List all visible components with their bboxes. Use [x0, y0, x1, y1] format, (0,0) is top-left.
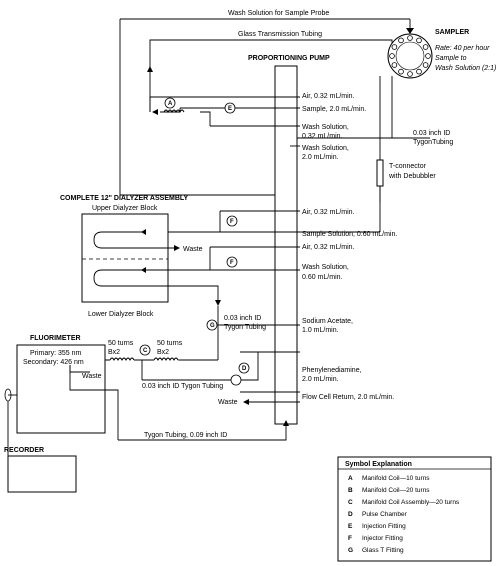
legend-sym-c: C: [348, 499, 353, 506]
sampler-cups: [389, 35, 431, 77]
svg-text:F: F: [230, 219, 234, 225]
fluorimeter[interactable]: [16, 344, 106, 434]
legend-sym-e: E: [348, 523, 353, 530]
tconnector-label-2: with Debubbler: [388, 173, 436, 180]
turns-right-2: Bx2: [157, 349, 169, 356]
sampler-rate: Rate: 40 per hour: [435, 45, 490, 52]
pump-line-phenyl-a: Phenylenediamine,: [302, 367, 362, 374]
marker-f-1: F: [226, 215, 238, 227]
legend-sym-g: G: [348, 547, 353, 554]
pump-title: PROPORTIONING PUMP: [248, 55, 330, 62]
tconnector-line: [376, 76, 384, 202]
marker-d: D: [238, 362, 250, 374]
svg-text:D: D: [242, 366, 247, 372]
fluorimeter-secondary: Secondary: 426 nm: [23, 359, 84, 366]
pump-line-sample-solution: Sample Solution, 0.60 mL/min.: [302, 231, 397, 238]
marker-e: E: [224, 102, 236, 114]
legend-sym-f: F: [348, 535, 352, 542]
pump-line-wash-2b: 2.0 mL/min.: [302, 154, 339, 161]
proportioning-pump[interactable]: [274, 65, 298, 425]
dialyzer-title: COMPLETE 12" DIALYZER ASSEMBLY: [60, 195, 189, 202]
tygon-label-1: 0.03 inch ID: [413, 130, 450, 137]
legend-desc-e: Injection Fitting: [362, 523, 406, 530]
recorder[interactable]: [7, 455, 77, 493]
tygon-c-label: 0.03 inch ID Tygon Tubing: [142, 383, 223, 390]
pump-line-wash-2a: Wash Solution,: [302, 145, 349, 152]
sampler-sample-line: [290, 76, 430, 139]
flow-cell-return-line: [243, 399, 300, 405]
pump-line-flowcell: Flow Cell Return, 2.0 mL/min.: [302, 394, 394, 401]
sampler-title: SAMPLER: [435, 29, 469, 36]
manifold-coils-c: [86, 357, 232, 381]
pump-line-air-3: Air, 0.32 mL/min.: [302, 244, 355, 251]
legend-title: Symbol Explanation: [345, 461, 412, 468]
tygon-label-2: TygonTubing: [413, 139, 453, 146]
fluorimeter-waste-label: Waste: [82, 373, 102, 380]
legend-sym-d: D: [348, 511, 353, 518]
wash-probe-label: Wash Solution for Sample Probe: [228, 10, 329, 17]
turns-left-1: 50 turns: [108, 340, 134, 347]
upper-block-label: Upper Dialyzer Block: [92, 205, 158, 212]
tygon-g-label-2: Tygon Tubing: [224, 324, 266, 331]
marker-g: G: [206, 319, 218, 331]
marker-c: C: [139, 344, 151, 356]
svg-text:E: E: [228, 106, 232, 112]
sampler-ratio-2: Wash Solution (2:1): [435, 65, 496, 72]
pump-line-air-1: Air, 0.32 mL/min.: [302, 93, 355, 100]
pump-line-sample: Sample, 2.0 mL/min.: [302, 106, 366, 113]
tconnector-label-1: T-connector: [389, 163, 427, 170]
marker-f-2: F: [226, 256, 238, 268]
pump-tubes: [145, 96, 300, 393]
legend-desc-f: Injector Fitting: [362, 535, 403, 542]
sampler-ratio-1: Sample to: [435, 55, 467, 62]
wash-probe-line: [119, 18, 414, 196]
marker-a: A: [164, 97, 176, 109]
pulse-chamber: [230, 351, 259, 386]
recorder-cable: [4, 388, 17, 460]
turns-right-1: 50 turns: [157, 340, 183, 347]
turns-left-2: Bx2: [108, 349, 120, 356]
pump-line-wash-1b: 0.32 mL/min.: [302, 133, 343, 140]
svg-text:A: A: [168, 101, 173, 107]
pump-line-phenyl-b: 2.0 mL/min.: [302, 376, 339, 383]
legend-desc-c: Manifold Coil Assembly—20 turns: [362, 499, 460, 506]
dialyzer-waste-label: Waste: [183, 246, 203, 253]
flowcell-waste-label: Waste: [218, 399, 238, 406]
glass-tubing-line: [147, 39, 393, 112]
pump-line-sodium-a: Sodium Acetate,: [302, 318, 353, 325]
tygon-bottom-label: Tygon Tubing, 0.09 inch ID: [144, 432, 227, 439]
manifold-top: [149, 97, 211, 126]
pump-line-sodium-b: 1.0 mL/min.: [302, 327, 339, 334]
svg-text:G: G: [210, 323, 215, 329]
legend-sym-a: A: [348, 475, 353, 482]
bottom-tygon-line: [118, 420, 289, 441]
legend-desc-d: Pulse Chamber: [362, 511, 408, 518]
dialyzer-feed-lines: [145, 202, 381, 271]
legend-desc-a: Manifold Coil—10 turns: [362, 475, 430, 482]
dialyzer-assembly[interactable]: [81, 213, 169, 303]
legend-sym-b: B: [348, 487, 353, 494]
symbol-legend: Symbol Explanation A Manifold Coil—10 tu…: [337, 456, 492, 562]
fluorimeter-primary: Primary: 355 nm: [30, 350, 82, 357]
svg-text:F: F: [230, 260, 234, 266]
pump-line-air-2: Air, 0.32 mL/min.: [302, 209, 355, 216]
svg-text:C: C: [143, 348, 148, 354]
fluorimeter-title: FLUORIMETER: [30, 335, 81, 342]
glass-tubing-label: Glass Transmission Tubing: [238, 31, 322, 38]
flow-cell: [69, 365, 119, 440]
recorder-title: RECORDER: [4, 447, 44, 454]
legend-desc-g: Glass T Fitting: [362, 547, 404, 554]
pump-line-wash-3b: 0.60 mL/min.: [302, 274, 343, 281]
sampler[interactable]: [387, 33, 433, 79]
pump-line-wash-1a: Wash Solution,: [302, 124, 349, 131]
legend-desc-b: Manifold Coil—20 turns: [362, 487, 430, 494]
glass-t-line: [180, 306, 220, 361]
pump-line-wash-3a: Wash Solution,: [302, 264, 349, 271]
lower-block-label: Lower Dialyzer Block: [88, 311, 154, 318]
tygon-g-label-1: 0.03 inch ID: [224, 315, 261, 322]
dialyzer-channels: [93, 229, 221, 306]
